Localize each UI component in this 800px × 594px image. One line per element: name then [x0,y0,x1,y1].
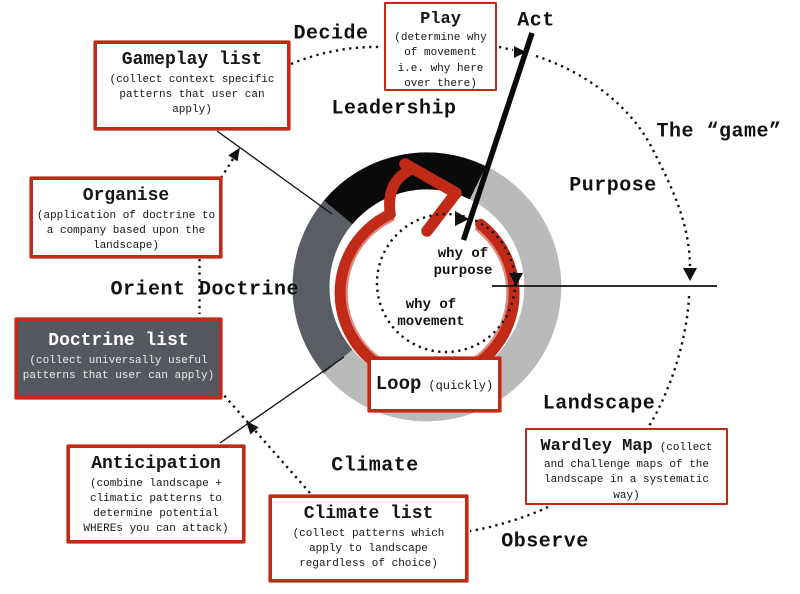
red-loop-arrowhead [399,158,462,237]
label-decide: Decide [293,22,369,46]
box-loop-title: Loop [375,373,422,395]
label-orient: Orient [110,278,186,302]
inner-circle-arrow-right [509,273,523,286]
box-gameplay-list: Gameplay list (collect context specific … [94,41,290,130]
label-leadership: Leadership [331,97,457,121]
label-the-game: The “game” [656,120,782,144]
box-doctrine-list-body: (collect universally useful patterns tha… [22,354,215,382]
label-act: Act [517,9,555,33]
box-doctrine-list: Doctrine list (collect universally usefu… [15,318,222,399]
dotted-game-arc [535,54,692,269]
box-gameplay-list-body: (collect context specific patterns that … [109,73,275,116]
box-organise: Organise (application of doctrine to a c… [30,177,222,258]
box-wardley-map-inline: (collect [659,442,713,454]
play-act-arrowhead [514,46,526,58]
box-wardley-map: Wardley Map (collect and challenge maps … [525,428,728,505]
box-anticipation: Anticipation (combine landscape + climat… [67,445,245,543]
box-wardley-map-title: Wardley Map [540,437,653,456]
dotted-gameplay-to-play [290,45,382,66]
act-line [460,32,535,241]
dotted-play-to-act [498,45,514,52]
organise-connector-arrowhead [228,147,240,162]
dotted-axis-to-wardley [647,295,691,427]
connector-ring-to-gameplay [216,130,333,215]
box-anticipation-body: (combine landscape + climatic patterns t… [83,477,229,536]
box-gameplay-list-title: Gameplay list [121,50,263,70]
box-doctrine-list-title: Doctrine list [48,331,189,351]
box-climate-list-title: Climate list [303,504,434,524]
box-organise-body: (application of doctrine to a company ba… [36,209,216,252]
box-climate-list-body: (collect patterns which apply to landsca… [292,527,445,570]
box-wardley-map-body: and challenge maps of the landscape in a… [543,459,710,502]
box-loop-inline: (quickly) [428,379,494,393]
box-play-body: (determine why of movement i.e. why here… [394,32,487,90]
label-why-of-movement: why of movement [397,297,465,330]
climate-doctrine-arrowhead [246,421,259,435]
dotted-climatelist-to-doctrinelist [221,392,311,494]
label-climate: Climate [331,454,419,478]
connector-ring-to-anticipation [219,356,345,444]
box-play-title: Play [420,10,461,29]
label-observe: Observe [501,530,589,554]
ring-segment-dark [292,200,353,374]
box-play: Play (determine why of movement i.e. why… [384,2,497,91]
label-landscape: Landscape [542,392,656,416]
box-loop: Loop (quickly) [368,357,501,412]
box-anticipation-title: Anticipation [91,454,221,474]
label-why-of-purpose: why of purpose [433,246,493,279]
label-doctrine: Doctrine [198,278,300,302]
box-organise-title: Organise [82,186,170,206]
inner-circle-arrow-top [455,211,469,226]
dotted-organise-to-connector [219,158,235,179]
box-climate-list: Climate list (collect patterns which app… [269,495,468,582]
game-arc-arrowhead [683,268,697,281]
label-purpose: Purpose [569,174,657,198]
dotted-wardley-to-climatelist [469,505,549,533]
